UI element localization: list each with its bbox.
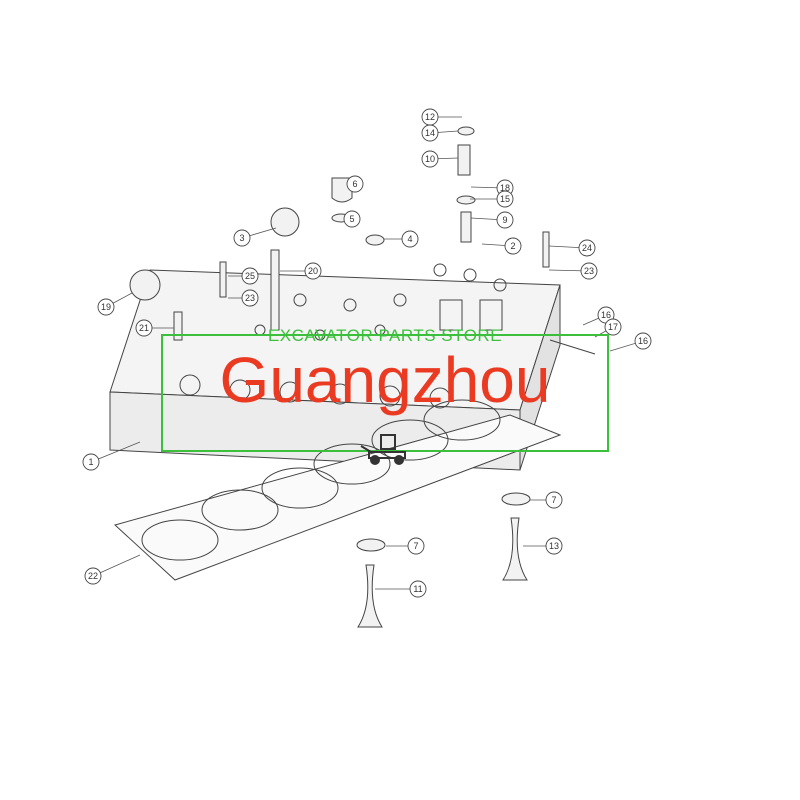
callout-bubble	[135, 319, 153, 337]
callout-number: 24	[582, 243, 592, 253]
callout-bubble	[421, 124, 439, 142]
callout-bubble	[241, 267, 259, 285]
callout-bubble	[504, 237, 522, 255]
callout-bubble	[407, 537, 425, 555]
callout-bubble	[82, 453, 100, 471]
callout-bubble	[401, 230, 419, 248]
callout-c20: 20	[280, 262, 322, 280]
callout-number: 17	[608, 322, 618, 332]
callout-c9: 9	[470, 211, 514, 229]
callout-bubble	[634, 332, 652, 350]
callout-number: 9	[502, 215, 507, 225]
callout-number: 10	[425, 154, 435, 164]
callout-bubble	[580, 262, 598, 280]
callout-c23b: 23	[548, 262, 598, 280]
callout-number: 25	[245, 271, 255, 281]
callout-number: 11	[413, 584, 422, 594]
callout-bubble	[343, 210, 361, 228]
callout-number: 14	[425, 128, 435, 138]
callout-bubble	[545, 491, 563, 509]
callout-c16b: 16	[609, 332, 652, 352]
callout-bubble	[409, 580, 427, 598]
callout-c11: 11	[375, 580, 427, 598]
callout-bubble	[84, 567, 102, 585]
callout-c21: 21	[135, 319, 174, 337]
watermark-city: Guangzhou	[219, 344, 551, 416]
callout-c4: 4	[384, 230, 419, 248]
callout-number: 22	[88, 571, 98, 581]
callout-number: 18	[500, 183, 510, 193]
callout-bubble	[421, 150, 439, 168]
callout-number: 23	[245, 293, 255, 303]
callout-c5: 5	[343, 210, 361, 228]
callout-bubble	[233, 229, 251, 247]
callout-c12: 12	[421, 108, 462, 126]
callout-number: 16	[601, 310, 611, 320]
callout-number: 23	[584, 266, 594, 276]
callout-bubble	[496, 211, 514, 229]
callout-number: 19	[101, 302, 111, 312]
callout-number: 20	[308, 266, 318, 276]
leader-line	[90, 441, 141, 463]
callout-c19: 19	[97, 292, 133, 316]
callout-number: 16	[638, 336, 648, 346]
callout-c13: 13	[523, 537, 563, 555]
callout-number: 7	[551, 495, 556, 505]
callout-c23a: 23	[228, 289, 259, 307]
callout-number: 2	[510, 241, 515, 251]
callout-c22: 22	[84, 554, 141, 585]
leader-line	[92, 554, 141, 577]
callout-c1: 1	[82, 441, 141, 471]
callout-number: 13	[549, 541, 559, 551]
callout-c14: 14	[421, 124, 459, 142]
callout-c6: 6	[346, 175, 364, 193]
callout-c24: 24	[548, 239, 596, 257]
wheel-loader-icon	[360, 434, 406, 465]
callout-bubble	[604, 318, 622, 336]
callout-c7b: 7	[386, 537, 425, 555]
callout-number: 6	[352, 179, 357, 189]
callout-c25: 25	[228, 267, 259, 285]
callout-number: 15	[500, 194, 510, 204]
callout-number: 5	[349, 214, 354, 224]
watermark-frame: EXCAVATOR PARTS STORE Guangzhou	[161, 326, 609, 465]
callout-bubble	[304, 262, 322, 280]
callout-c10: 10	[421, 150, 459, 168]
watermark-store-name: EXCAVATOR PARTS STORE	[267, 326, 503, 345]
callout-number: 21	[139, 323, 149, 333]
callout-number: 12	[425, 112, 435, 122]
callout-bubble	[97, 298, 115, 316]
callout-bubble	[241, 289, 259, 307]
callout-bubble	[496, 190, 514, 208]
callout-number: 4	[407, 234, 412, 244]
callout-c3: 3	[233, 227, 277, 247]
callout-bubble	[578, 239, 596, 257]
callout-c15: 15	[470, 190, 514, 208]
callout-number: 3	[239, 233, 244, 243]
callout-bubble	[346, 175, 364, 193]
callout-bubble	[545, 537, 563, 555]
callout-c2: 2	[481, 237, 522, 255]
callout-number: 1	[88, 457, 93, 467]
callout-c7a: 7	[530, 491, 563, 509]
callout-number: 7	[413, 541, 418, 551]
